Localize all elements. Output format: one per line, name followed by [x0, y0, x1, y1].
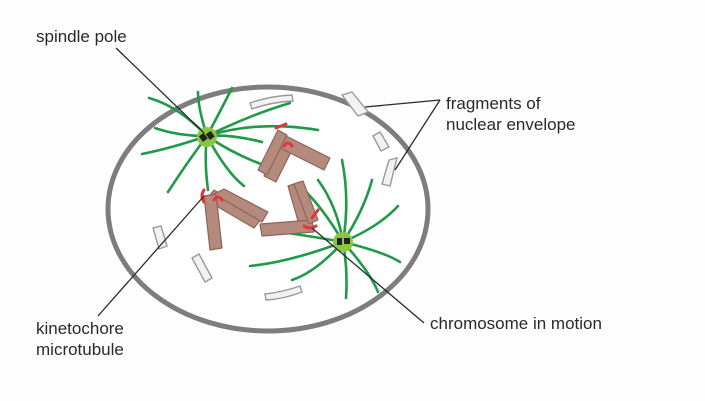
kinetochore-label-line2: microtubule — [36, 340, 124, 359]
spindle-pole-2 — [333, 232, 353, 252]
chromosome — [257, 129, 331, 183]
leader-spindle-pole — [115, 47, 205, 134]
fragments-label: fragments of nuclear envelope — [446, 93, 575, 135]
leader-lines — [97, 47, 441, 324]
leader-fragments-1 — [364, 99, 441, 108]
nuclear-envelope-fragments — [152, 91, 398, 301]
kinetochore — [310, 208, 320, 220]
envelope-fragment — [372, 131, 390, 152]
leader-chromosome — [311, 227, 425, 324]
fragments-label-line1: fragments of — [446, 94, 541, 113]
leader-kinetochore — [97, 195, 205, 317]
kinetochores — [200, 122, 320, 230]
kinetochore — [302, 224, 318, 230]
kinetochore — [282, 141, 294, 148]
envelope-fragment — [191, 253, 213, 283]
kinetochore — [212, 195, 224, 202]
envelope-fragment — [249, 94, 294, 110]
envelope-fragment — [340, 91, 370, 117]
envelope-fragment — [152, 225, 168, 250]
kinetochore — [200, 188, 206, 204]
envelope-fragment — [381, 157, 398, 187]
spindle-pole-1 — [197, 127, 217, 147]
cell-membrane — [105, 84, 431, 334]
kinetochore-label-line1: kinetochore — [36, 319, 124, 338]
kinetochore — [274, 122, 288, 130]
chromosome-label: chromosome in motion — [430, 314, 602, 333]
spindle-pole-label: spindle pole — [36, 27, 127, 46]
fragments-label-line2: nuclear envelope — [446, 115, 576, 134]
leader-fragments-2 — [394, 99, 441, 171]
chromosome — [259, 180, 319, 237]
envelope-fragment — [264, 285, 303, 301]
kinetochore-label: kinetochore microtubule — [36, 318, 124, 360]
